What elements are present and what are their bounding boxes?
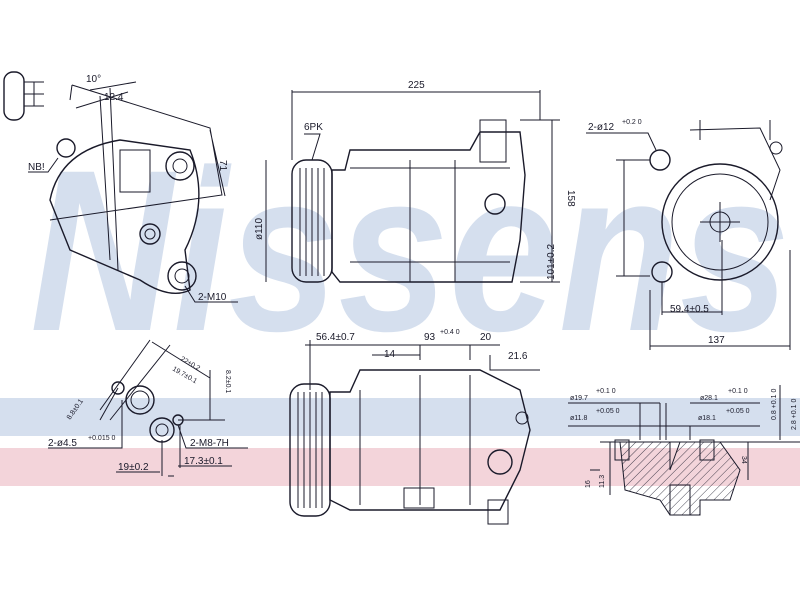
section-dim-a: ø19.7 — [570, 395, 588, 402]
dim-14: 14 — [384, 349, 396, 360]
section-dim-e: 0.8 +0.1 0 — [771, 389, 778, 420]
dim-20: 20 — [480, 332, 492, 343]
pins-dimension: 2-ø4.5 — [48, 438, 77, 449]
horizontal-dimension: 59.4±0.5 — [670, 304, 709, 315]
section-dim-d-tol: +0.05 0 — [726, 408, 750, 415]
section-dim-i: 34 — [740, 456, 747, 464]
section-dim-d: ø18.1 — [698, 415, 716, 422]
rear-view: 2-ø12 +0.2 0 101±0.2 59.4±0.5 137 — [546, 119, 791, 350]
side-view-bottom: 56.4±0.7 93 +0.4 0 20 14 21.6 — [289, 329, 540, 525]
pins-tolerance: +0.015 0 — [88, 435, 116, 442]
section-dim-c-tol: +0.1 0 — [728, 388, 748, 395]
front-view: 10° 12.4 NB! 71 2-M10 — [3, 71, 238, 303]
section-dim-f: 2.8 +0.1 0 — [791, 399, 798, 430]
port-dim-5: 19±0.2 — [118, 462, 149, 473]
connector-icon — [3, 71, 25, 121]
width-dimension: 137 — [708, 335, 725, 346]
side-view-top: 225 6PK ø110 158 — [254, 80, 576, 283]
watermark-band-blue — [0, 398, 800, 436]
dim-93: 93 — [424, 332, 436, 343]
section-dim-h: 11.3 — [599, 475, 606, 488]
section-dim-a-tol: +0.1 0 — [596, 388, 616, 395]
offset-dimension: 12.4 — [104, 92, 124, 103]
note-label: NB! — [28, 162, 45, 173]
thread-label: 2-M8-7H — [190, 438, 229, 449]
height-dimension: 158 — [565, 190, 576, 207]
port-dim-3: 8.2±0.1 — [224, 370, 231, 393]
belt-label: 6PK — [304, 122, 323, 133]
holes-tolerance: +0.2 0 — [622, 119, 642, 126]
vertical-dimension: 101±0.2 — [546, 243, 557, 280]
pulley-diameter: ø110 — [254, 218, 265, 240]
dim-21-6: 21.6 — [508, 351, 528, 362]
dim-93-tolerance: +0.4 0 — [440, 329, 460, 336]
holes-dimension: 2-ø12 — [588, 122, 615, 133]
section-dim-b: ø11.8 — [570, 415, 587, 422]
section-dim-c: ø28.1 — [700, 395, 718, 402]
mount-label: 2-M10 — [198, 292, 227, 303]
section-dim-b-tol: +0.05 0 — [596, 408, 620, 415]
port-dim-6: 17.3±0.1 — [184, 456, 223, 467]
height-dimension: 71 — [217, 160, 228, 172]
length-dimension: 225 — [408, 80, 425, 91]
section-dim-g: 16 — [585, 480, 592, 488]
angle-dimension: 10° — [86, 74, 101, 85]
dim-56-4: 56.4±0.7 — [316, 332, 355, 343]
section-view: ø19.7 +0.1 0 ø11.8 +0.05 0 ø28.1 +0.1 0 … — [568, 385, 800, 516]
